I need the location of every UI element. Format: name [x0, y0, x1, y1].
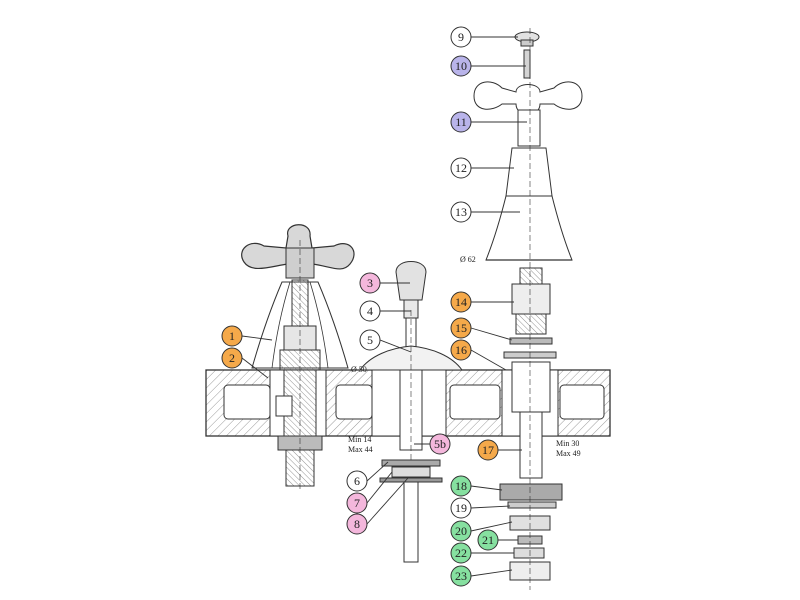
- dim-d62: Ø 62: [460, 255, 476, 264]
- callout-circle-12: [450, 157, 472, 179]
- callout-label-1: 1: [229, 329, 235, 343]
- callout-7: 7: [346, 492, 368, 514]
- callout-3: 3: [359, 272, 381, 294]
- leader-lines: [241, 36, 527, 577]
- leader-line-15: [470, 327, 513, 341]
- callout-label-3: 3: [367, 276, 373, 290]
- callout-circle-8: [346, 513, 368, 535]
- callout-circle-14: [450, 291, 472, 313]
- leader-line-6: [366, 461, 389, 482]
- callout-6: 6: [346, 470, 368, 492]
- assembled-valve-left: [241, 224, 355, 490]
- callout-19: 19: [450, 497, 472, 519]
- callout-circle-17: [477, 439, 499, 461]
- leader-line-5: [379, 339, 412, 353]
- callout-label-23: 23: [455, 569, 467, 583]
- leader-line-16: [470, 349, 507, 371]
- callout-circle-5b: [429, 433, 451, 455]
- callout-circle-5: [359, 329, 381, 351]
- callout-14: 14: [450, 291, 472, 313]
- dimension-labels: Ø 62 Ø 50 Min 14 Max 44 Min 30 Max 49: [348, 255, 581, 458]
- callout-8: 8: [346, 513, 368, 535]
- leader-line-8: [366, 477, 409, 525]
- callout-label-8: 8: [354, 517, 360, 531]
- callout-9: 9: [450, 26, 472, 48]
- callout-circle-13: [450, 201, 472, 223]
- callout-22: 22: [450, 542, 472, 564]
- callout-2: 2: [221, 347, 243, 369]
- callout-circle-6: [346, 470, 368, 492]
- callout-circle-7: [346, 492, 368, 514]
- callout-label-2: 2: [229, 351, 235, 365]
- leader-line-2: [241, 357, 269, 379]
- callout-label-5b: 5b: [434, 437, 446, 451]
- callout-label-18: 18: [455, 479, 467, 493]
- callout-label-21: 21: [482, 533, 494, 547]
- callout-label-14: 14: [455, 295, 467, 309]
- callout-circle-2: [221, 347, 243, 369]
- callout-circle-11: [450, 111, 472, 133]
- callout-label-16: 16: [455, 343, 467, 357]
- callout-circle-4: [359, 300, 381, 322]
- dim-min30: Min 30: [556, 439, 579, 448]
- callout-circle-19: [450, 497, 472, 519]
- callout-circle-22: [450, 542, 472, 564]
- center-popup-assembly: [359, 261, 463, 563]
- callout-circle-21: [477, 529, 499, 551]
- callout-17: 17: [477, 439, 499, 461]
- callout-label-7: 7: [354, 496, 360, 510]
- leader-line-19: [470, 505, 511, 509]
- callout-label-15: 15: [455, 321, 467, 335]
- dim-d50: Ø 50: [351, 365, 367, 374]
- dim-min14: Min 14: [348, 435, 371, 444]
- leader-line-1: [241, 335, 273, 341]
- callout-label-4: 4: [367, 304, 373, 318]
- callout-23: 23: [450, 565, 472, 587]
- callout-5b: 5b: [429, 433, 451, 455]
- callout-18: 18: [450, 475, 472, 497]
- callout-label-12: 12: [455, 161, 467, 175]
- callout-12: 12: [450, 157, 472, 179]
- dim-max44: Max 44: [348, 445, 373, 454]
- exploded-valve-right: [473, 28, 583, 590]
- callout-5: 5: [359, 329, 381, 351]
- callout-16: 16: [450, 339, 472, 361]
- callout-label-9: 9: [458, 30, 464, 44]
- leader-line-7: [366, 471, 393, 504]
- callout-label-17: 17: [482, 443, 494, 457]
- callout-label-22: 22: [455, 546, 467, 560]
- callout-label-6: 6: [354, 474, 360, 488]
- callout-label-13: 13: [455, 205, 467, 219]
- callout-circle-3: [359, 272, 381, 294]
- callout-circle-23: [450, 565, 472, 587]
- callout-13: 13: [450, 201, 472, 223]
- leader-line-23: [470, 569, 513, 577]
- callout-20: 20: [450, 520, 472, 542]
- callout-11: 11: [450, 111, 472, 133]
- callout-circle-18: [450, 475, 472, 497]
- callout-4: 4: [359, 300, 381, 322]
- leader-line-18: [470, 485, 503, 491]
- callout-label-20: 20: [455, 524, 467, 538]
- callout-circle-20: [450, 520, 472, 542]
- callout-circle-16: [450, 339, 472, 361]
- callout-label-19: 19: [455, 501, 467, 515]
- callout-label-10: 10: [455, 59, 467, 73]
- callout-15: 15: [450, 317, 472, 339]
- callout-1: 1: [221, 325, 243, 347]
- callout-label-5: 5: [367, 333, 373, 347]
- callout-circle-9: [450, 26, 472, 48]
- callout-circle-15: [450, 317, 472, 339]
- callout-label-11: 11: [455, 115, 467, 129]
- callout-21: 21: [477, 529, 499, 551]
- leader-line-20: [470, 521, 513, 532]
- dim-max49: Max 49: [556, 449, 581, 458]
- callout-circle-10: [450, 55, 472, 77]
- callout-10: 10: [450, 55, 472, 77]
- callout-circle-1: [221, 325, 243, 347]
